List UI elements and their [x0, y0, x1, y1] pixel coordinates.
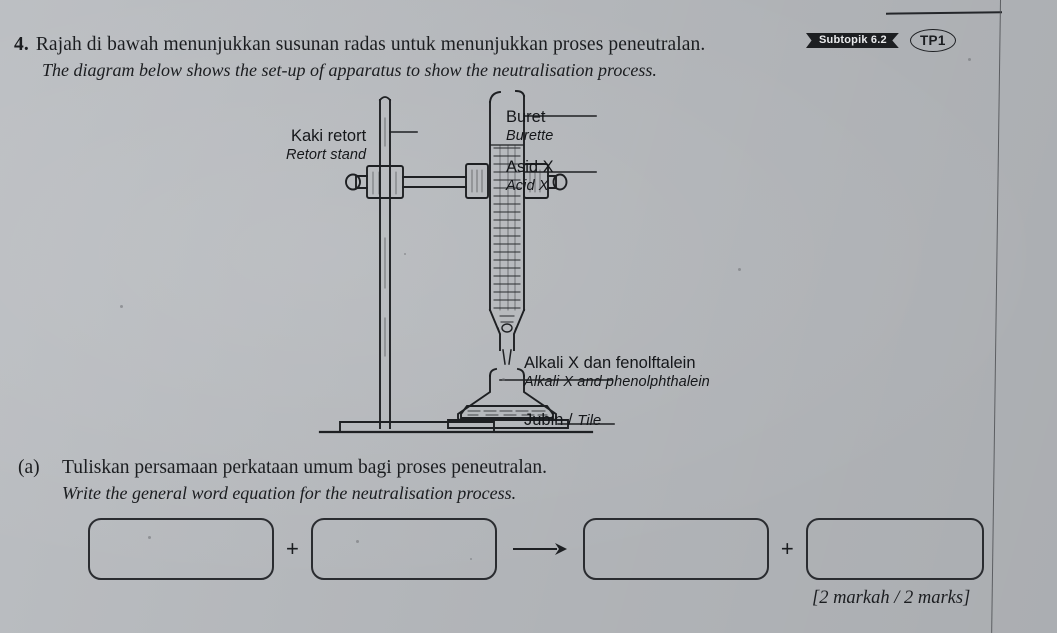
operator-plus-2: +: [780, 536, 794, 561]
clamp-boss-head: [366, 165, 404, 199]
clamp-boss-screw-shaft: [355, 175, 368, 189]
reaction-arrow: [497, 541, 583, 557]
label-burette-ms: Buret: [506, 108, 546, 126]
clamp-boss-screw-knob: [345, 173, 361, 191]
top-rule-line: [885, 11, 1003, 15]
burette-stopcock: [497, 327, 517, 335]
burette-lip-right: [515, 90, 526, 98]
label-retort-stand-en: Retort stand: [286, 147, 367, 163]
subtopic-badge: Subtopik 6.2: [806, 33, 899, 48]
label-retort-stand: Kaki retort Retort stand: [286, 127, 366, 165]
label-alkali-x-ms: Alkali X dan fenolftalein: [524, 354, 696, 372]
scan-speck: [120, 305, 123, 308]
part-a-block: (a) Tuliskan persamaan perkataan umum ba…: [18, 455, 718, 506]
question-text-english: The diagram below shows the set-up of ap…: [42, 60, 657, 80]
clamp-jaw-screw-knob: [552, 173, 568, 191]
part-a-text-malay: Tuliskan persamaan perkataan umum bagi p…: [62, 457, 548, 478]
subtopic-badge-label: Subtopik 6.2: [819, 34, 887, 46]
label-alkali-x: Alkali X dan fenolftalein Alkali X and p…: [524, 354, 710, 392]
scan-speck: [968, 58, 971, 61]
marks-allocation: [2 markah / 2 marks]: [812, 588, 971, 608]
apparatus-svg: [318, 90, 615, 434]
alkali-solution: [460, 405, 554, 419]
level-badge: TP1: [909, 29, 956, 52]
label-alkali-x-en: Alkali X and phenolphthalein: [524, 374, 710, 390]
page-edge-line: [991, 0, 1001, 633]
retort-base-plate: [339, 421, 495, 433]
part-a-text-english: Write the general word equation for the …: [62, 483, 517, 503]
label-acid-x-en: Acid X: [506, 178, 549, 194]
answer-box-product-1[interactable]: [582, 518, 769, 580]
answer-box-reactant-1[interactable]: [88, 518, 274, 580]
question-number: 4.: [14, 34, 29, 55]
answer-box-product-2[interactable]: [805, 518, 984, 580]
label-tile-en: Tile: [577, 412, 602, 429]
retort-rod-top: [378, 96, 392, 102]
burette-jet-tip: [502, 349, 512, 365]
badge-row: Subtopik 6.2 TP1: [806, 29, 956, 52]
operator-plus-1: +: [286, 536, 299, 561]
part-a-tag: (a): [18, 457, 40, 478]
arrow-right-icon: [512, 543, 567, 555]
label-burette: Buret Burette: [506, 108, 553, 146]
burette-lip-left: [488, 90, 502, 104]
clamp-jaw-left: [465, 163, 489, 199]
question-line-malay: 4. Rajah di bawah menunjukkan susunan rad…: [14, 32, 814, 57]
apparatus-diagram: [262, 88, 762, 443]
label-burette-en: Burette: [506, 128, 554, 144]
question-text-malay: Rajah di bawah menunjukkan susunan radas…: [35, 34, 706, 55]
word-equation-row: + +: [88, 518, 984, 580]
tile-block: [447, 419, 569, 429]
label-tile: Jubin / Tile: [524, 411, 601, 430]
flask-lip-right: [516, 367, 525, 377]
question-header: 4. Rajah di bawah menunjukkan susunan rad…: [14, 32, 814, 82]
alkali-hatching: [467, 410, 548, 416]
acid-x-fill: [493, 145, 521, 323]
flask-lip-left: [489, 367, 498, 377]
label-retort-stand-ms: Kaki retort: [290, 127, 367, 145]
label-acid-x: Asid X Acid X: [506, 158, 554, 196]
burette-tap-knob: [501, 323, 513, 333]
clamp-jaw-screw-shaft: [547, 175, 557, 189]
label-tile-ms: Jubin /: [524, 411, 578, 429]
answer-box-reactant-2[interactable]: [310, 518, 497, 580]
label-acid-x-ms: Asid X: [506, 158, 554, 176]
